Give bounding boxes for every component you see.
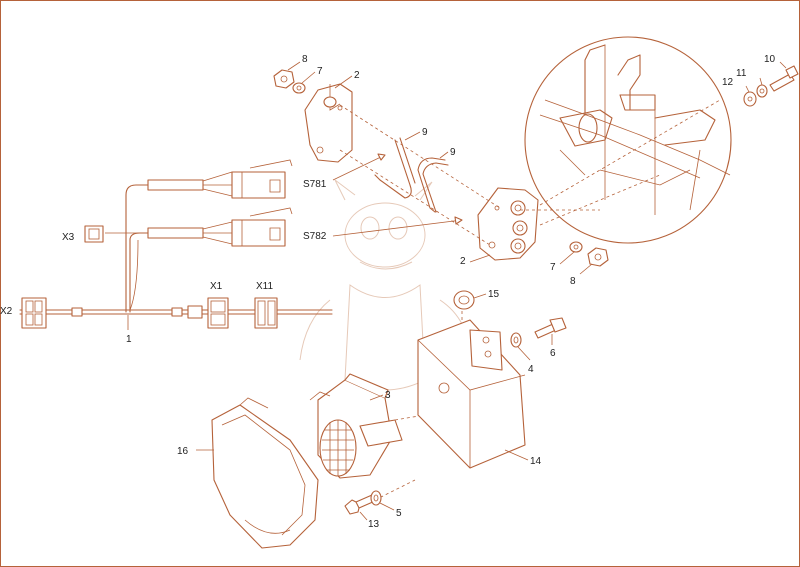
- callout-washer-11: 11: [736, 68, 747, 79]
- callout-bolt-top: 10: [764, 54, 776, 65]
- u-bolt-b: 9: [417, 147, 456, 213]
- callout-washer-12: 12: [722, 77, 734, 88]
- grommet: 15: [453, 289, 500, 310]
- callout-ubolt-a: 9: [422, 127, 428, 138]
- callout-washer-mid: 7: [550, 262, 556, 273]
- callout-bolt-lower: 13: [368, 519, 380, 530]
- wiring-harness: 1: [19, 159, 333, 345]
- callout-nut-mid: 8: [570, 276, 576, 287]
- label-x1: X1: [210, 281, 223, 292]
- connector-x2: X2: [0, 297, 47, 329]
- callout-cover: 16: [177, 446, 189, 457]
- connector-x11: X11: [254, 281, 278, 329]
- callout-bracket-bottom: 2: [460, 256, 466, 267]
- bolt-top: 10: [764, 54, 799, 92]
- washer-mid: 7: [550, 241, 583, 273]
- callout-bolt-right: 6: [550, 348, 556, 359]
- callout-housing: 14: [530, 456, 542, 467]
- sensor-s781: S781: [303, 153, 386, 190]
- alarm-housing: 14: [417, 319, 542, 469]
- protective-cover: 16: [177, 397, 319, 549]
- callout-harness: 1: [126, 334, 132, 345]
- sensor-bracket-bottom: 2: [460, 187, 539, 267]
- u-bolt-a: 9: [374, 127, 428, 199]
- nut-mid: 8: [570, 247, 609, 287]
- washer-11: 11: [736, 68, 768, 98]
- callout-ubolt-b: 9: [450, 147, 456, 158]
- connector-x3: X3: [62, 225, 104, 243]
- callout-washer-lower: 5: [396, 508, 402, 519]
- sensor-bracket-top: 2: [304, 70, 360, 163]
- washer-12: 12: [722, 77, 757, 107]
- bolt-lower: 13: [344, 494, 380, 530]
- washer-top: 7: [292, 66, 323, 94]
- bolt-right: 6: [534, 317, 567, 359]
- callout-washer-right: 4: [528, 364, 534, 375]
- label-x3: X3: [62, 232, 75, 243]
- callout-alarm: 3: [385, 390, 391, 401]
- callout-washer-top: 7: [317, 66, 323, 77]
- label-x2: X2: [0, 306, 13, 317]
- reverse-alarm: 3: [309, 373, 403, 479]
- connector-x1: X1: [207, 281, 229, 329]
- label-s782: S782: [303, 231, 327, 242]
- callout-nut-top: 8: [302, 54, 308, 65]
- sensor-s782: S782: [303, 216, 463, 242]
- label-x11: X11: [256, 281, 273, 292]
- washer-right: 4: [510, 332, 534, 375]
- washer-lower: 5: [370, 490, 402, 519]
- nut-top: 8: [273, 54, 308, 89]
- frame-detail-zoom: [524, 36, 732, 244]
- callout-bracket-top: 2: [354, 70, 360, 81]
- callout-grommet: 15: [488, 289, 500, 300]
- label-s781: S781: [303, 179, 327, 190]
